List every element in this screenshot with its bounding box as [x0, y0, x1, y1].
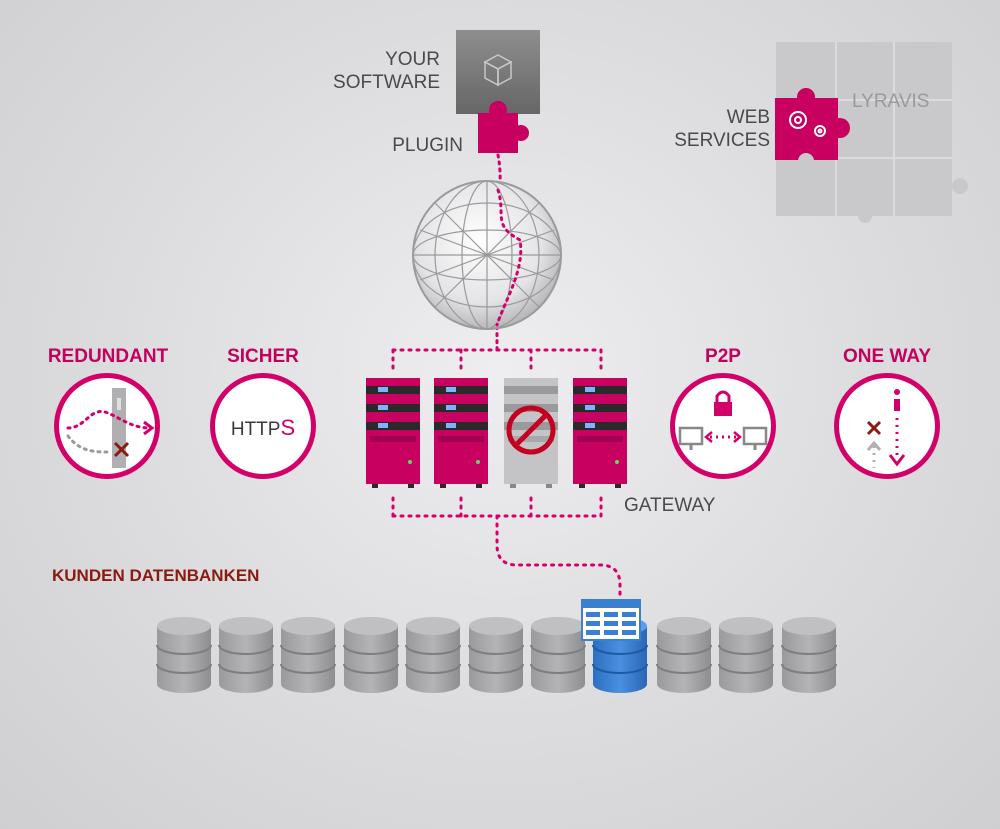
one-way-heading: ONE WAY — [843, 346, 931, 367]
https-main: HTTP — [230, 419, 281, 440]
https-s: S — [280, 415, 296, 440]
gear-icon — [789, 111, 826, 137]
globe-icon — [412, 180, 562, 330]
p2p-ring — [670, 373, 776, 479]
one-way-ring — [834, 373, 940, 479]
sicher-ring — [210, 373, 316, 479]
cube-icon — [483, 54, 513, 87]
database-icon — [468, 617, 524, 693]
software-box — [456, 30, 540, 114]
your-software-line1: YOUR — [385, 49, 440, 70]
gateway-bottom-connectors — [391, 496, 622, 602]
database-icon — [530, 617, 586, 693]
web-services-puzzle-icon — [775, 88, 850, 169]
lyravis-label: LYRAVIS — [852, 91, 930, 112]
database-row — [156, 617, 837, 693]
database-icon — [656, 617, 712, 693]
gateway-label: GATEWAY — [624, 495, 716, 516]
database-icon — [781, 617, 837, 693]
database-icon — [405, 617, 461, 693]
redundant-ring — [54, 373, 160, 479]
databases-title: KUNDEN DATENBANKEN — [52, 566, 260, 585]
plugin-puzzle-icon — [478, 101, 529, 153]
https-label: HTTPS — [210, 415, 316, 441]
server-icon-disabled — [504, 378, 558, 488]
database-icon — [718, 617, 774, 693]
sicher-heading: SICHER — [227, 346, 299, 367]
web-services-label: WEB SERVICES — [674, 106, 770, 152]
database-icon — [218, 617, 274, 693]
server-icon — [573, 378, 627, 488]
p2p-heading: P2P — [705, 346, 741, 367]
web-services-line2: SERVICES — [674, 130, 770, 151]
lyravis-puzzle — [775, 42, 968, 223]
your-software-label: YOUR SOFTWARE — [333, 48, 440, 94]
plugin-label: PLUGIN — [392, 135, 463, 156]
web-services-line1: WEB — [726, 107, 770, 128]
database-icon — [156, 617, 212, 693]
your-software-line2: SOFTWARE — [333, 72, 440, 93]
redundant-heading: REDUNDANT — [47, 346, 169, 367]
server-icon — [434, 378, 488, 488]
blocked-icon — [506, 405, 556, 455]
database-icon — [280, 617, 336, 693]
table-icon — [581, 599, 641, 641]
gateway-top-connectors — [391, 348, 603, 372]
server-icon — [366, 378, 420, 488]
database-icon — [343, 617, 399, 693]
